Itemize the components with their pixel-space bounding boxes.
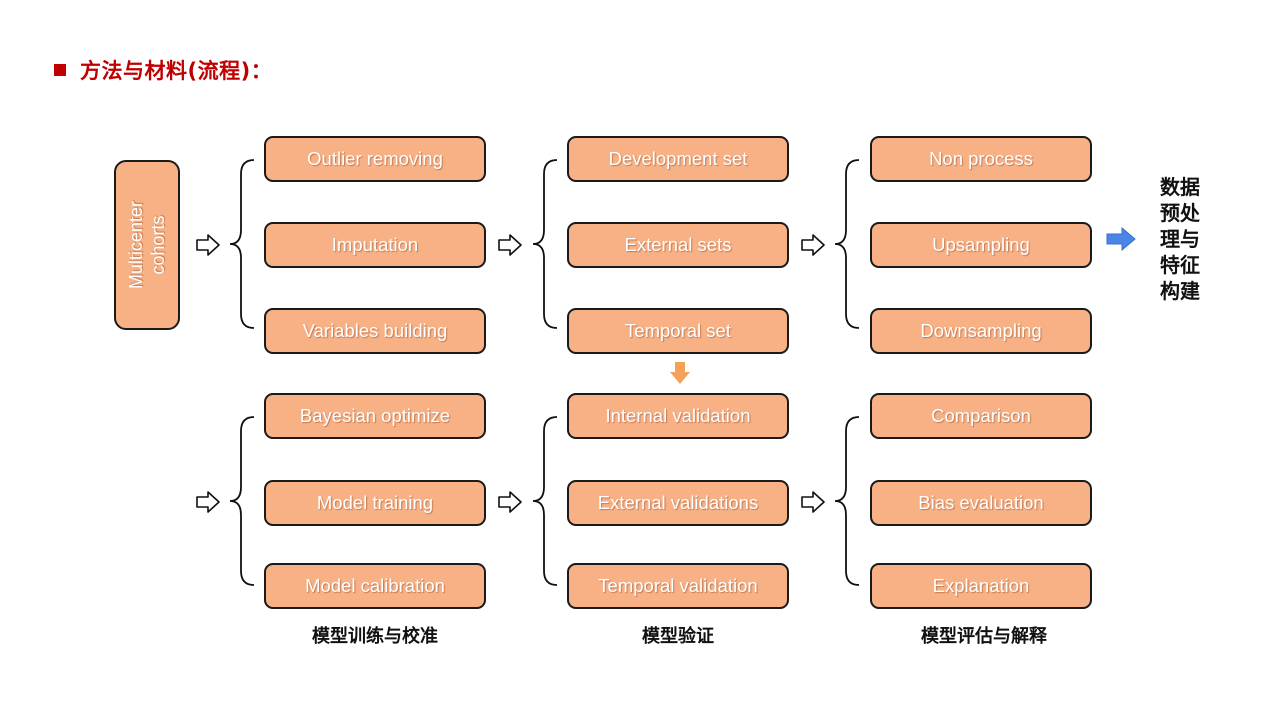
caption-model-evaluation: 模型评估与解释 [921,626,1047,647]
hollow-right-arrow-icon [498,491,522,513]
side-label-line: 理与 [1160,227,1200,251]
step-box: Temporal validation [567,563,789,609]
side-label-line: 特征 [1160,253,1200,277]
step-box: External validations [567,480,789,526]
hollow-right-arrow-icon [801,234,825,256]
title-text: 方法与材料(流程)： [80,59,273,83]
cohort-label-line1: Multicenter [126,200,146,290]
hollow-right-arrow-icon [196,491,220,513]
blue-right-arrow-icon [1106,227,1136,251]
side-label-line: 数据 [1160,175,1200,199]
step-box: Internal validation [567,393,789,439]
step-box: Comparison [870,393,1092,439]
step-box: Bayesian optimize [264,393,486,439]
step-box: Model training [264,480,486,526]
multicenter-cohorts-box: Multicenter cohorts [114,160,180,330]
left-brace-icon [834,159,860,329]
data-preprocessing-label: 数据 预处 理与 特征 构建 [1152,174,1208,304]
step-box: Outlier removing [264,136,486,182]
hollow-right-arrow-icon [801,491,825,513]
cohort-label-line2: cohorts [148,215,168,275]
left-brace-icon [532,159,558,329]
step-box: Temporal set [567,308,789,354]
left-brace-icon [229,159,255,329]
step-box: External sets [567,222,789,268]
cohort-label: Multicenter cohorts [125,201,169,289]
left-brace-icon [532,416,558,586]
step-box: Downsampling [870,308,1092,354]
step-box: Variables building [264,308,486,354]
left-brace-icon [834,416,860,586]
side-label-line: 预处 [1160,201,1200,225]
step-box: Non process [870,136,1092,182]
step-box: Model calibration [264,563,486,609]
step-box: Bias evaluation [870,480,1092,526]
caption-model-training: 模型训练与校准 [312,626,438,647]
hollow-right-arrow-icon [498,234,522,256]
left-brace-icon [229,416,255,586]
side-label-line: 构建 [1160,279,1200,303]
step-box: Upsampling [870,222,1092,268]
orange-down-arrow-icon [670,362,690,384]
step-box: Imputation [264,222,486,268]
title-bullet-square [54,64,66,76]
step-box: Development set [567,136,789,182]
hollow-right-arrow-icon [196,234,220,256]
slide-title: 方法与材料(流程)： [54,56,272,84]
step-box: Explanation [870,563,1092,609]
caption-model-validation: 模型验证 [642,626,714,647]
